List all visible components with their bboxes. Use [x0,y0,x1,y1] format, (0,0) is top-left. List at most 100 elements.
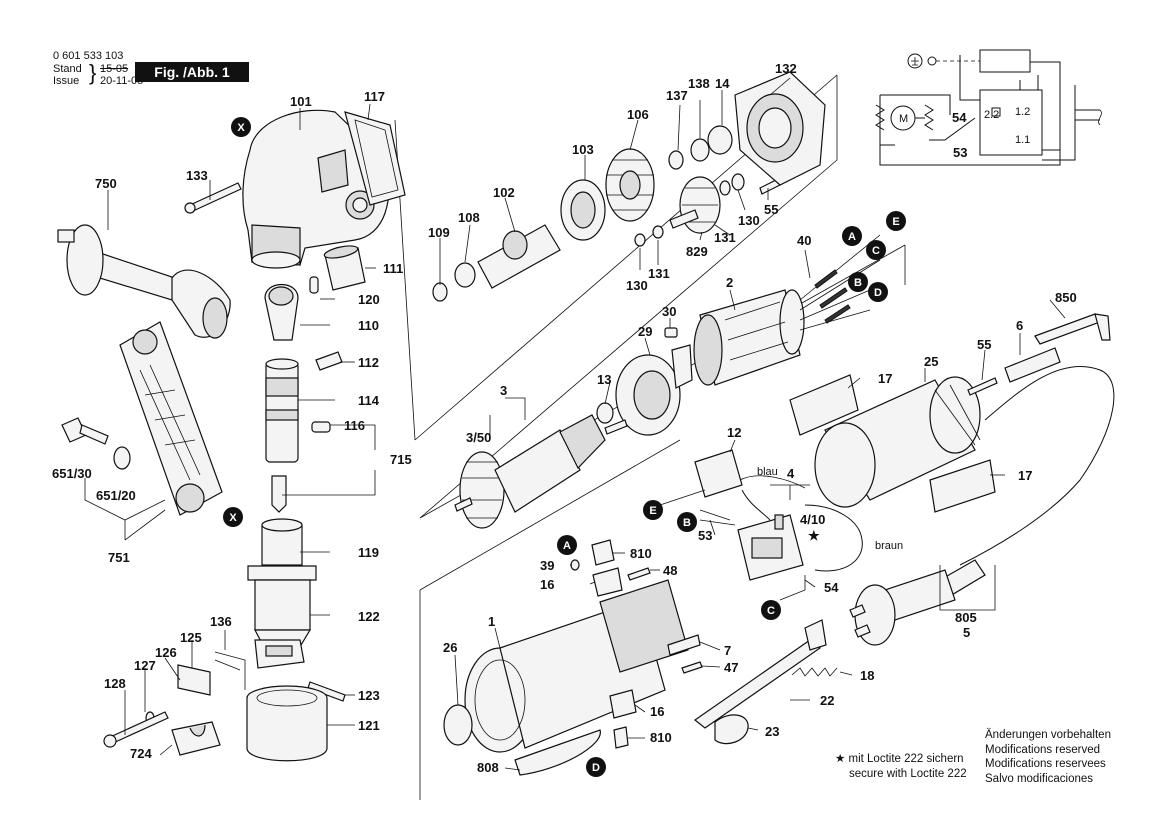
cord-clamp-6 [1004,347,1061,383]
label-119: 119 [358,545,379,560]
auxiliary-handle-750 [57,224,231,339]
label-651-30: 651/30 [52,466,92,481]
spring-18 [791,667,838,677]
label-112: 112 [358,355,379,370]
label-829: 829 [686,244,708,259]
switch-4 [737,514,804,581]
schematic-label-54: 54 [952,110,967,125]
label-106: 106 [627,107,649,122]
label-103: 103 [572,142,594,157]
svg-text:X: X [237,122,245,134]
label-132: 132 [775,61,797,76]
svg-text:A: A [563,540,571,552]
label-14: 14 [715,76,730,91]
clip-7 [667,634,701,656]
star-icon: ★ [808,528,820,543]
spring-125 [214,651,246,690]
field-coil-2 [693,289,805,386]
label-130a: 130 [738,213,760,228]
label-750: 750 [95,176,117,191]
note-line: Salvo modificaciones [985,772,1094,785]
label-133: 133 [186,168,208,183]
carbon-brush-16a [592,567,623,597]
label-114: 114 [358,393,380,408]
label-47: 47 [724,660,738,675]
stand-label: Stand [53,63,82,75]
die-724 [171,721,221,756]
cover-808 [514,729,601,776]
plunger-114 [265,358,299,463]
cord-805 [849,365,1115,646]
gear-housing-132 [734,71,826,186]
label-724: 724 [130,746,152,761]
label-117: 117 [364,89,385,104]
label-126: 126 [155,645,177,660]
screw-128 [103,711,169,748]
bolt-651-30 [61,417,109,445]
brush-holder-810a [591,539,615,566]
connectors-40 [799,234,881,331]
label-102: 102 [493,185,515,200]
bearing-13 [596,402,614,424]
spring-39 [570,559,580,571]
label-17a: 17 [878,371,892,386]
screw-116 [311,421,331,433]
motor-housing-1 [464,579,689,753]
marker-c-top: C [866,240,886,260]
label-25: 25 [924,354,938,369]
label-810b: 810 [650,730,672,745]
label-13: 13 [597,372,611,387]
schematic-label-1-1: 1.1 [1015,134,1030,146]
label-40: 40 [797,233,811,248]
punch-715 [271,475,287,513]
label-123: 123 [358,688,380,703]
label-810a: 810 [630,546,652,561]
gear-head-housing [242,109,390,269]
washer-651-20 [113,446,131,470]
screw-47 [681,661,703,674]
label-808: 808 [477,760,499,775]
label-131a: 131 [714,230,736,245]
carbon-brush-16b [609,689,637,719]
marker-c-mid: C [761,600,781,620]
label-39: 39 [540,558,554,573]
marker-x-top: X [231,117,251,137]
label-109: 109 [428,225,450,240]
label-128: 128 [104,676,126,691]
label-121: 121 [358,718,380,733]
loctite-note: ★ mit Loctite 222 sichern secure with Lo… [835,752,967,781]
pin-120 [309,276,319,294]
label-127: 127 [134,658,156,673]
label-17b [929,459,996,513]
loctite-line-2: secure with Loctite 222 [849,767,967,780]
label-4: 4 [787,466,795,481]
marker-a-bottom: A [557,535,577,555]
crank-110 [264,284,299,341]
label-850: 850 [1055,290,1077,305]
svg-text:E: E [892,216,899,228]
label-108: 108 [458,210,480,225]
issue-label: Issue [53,75,80,87]
wiring-schematic [875,49,1102,166]
label-120: 120 [358,292,380,307]
marker-d-bottom: D [586,757,606,777]
part-labels: 101 117 133 750 111 120 110 112 114 116 … [52,61,1077,775]
label-6: 6 [1016,318,1023,333]
marker-d-top: D [868,282,888,302]
die-136 [254,639,305,669]
label-3-50: 3/50 [466,430,491,445]
label-116: 116 [344,418,365,433]
marker-b-top: B [848,272,868,292]
wires [699,475,863,601]
label-18: 18 [860,668,874,683]
screw-48 [627,567,651,581]
pin-112 [315,351,343,371]
note-line: Modifications reserved [985,743,1101,756]
label-2: 2 [726,275,733,290]
screw-123 [307,681,346,702]
gasket-117 [344,111,406,206]
needle-bearing-111 [323,245,366,291]
label-55b: 55 [977,337,991,352]
label-751: 751 [108,550,130,565]
